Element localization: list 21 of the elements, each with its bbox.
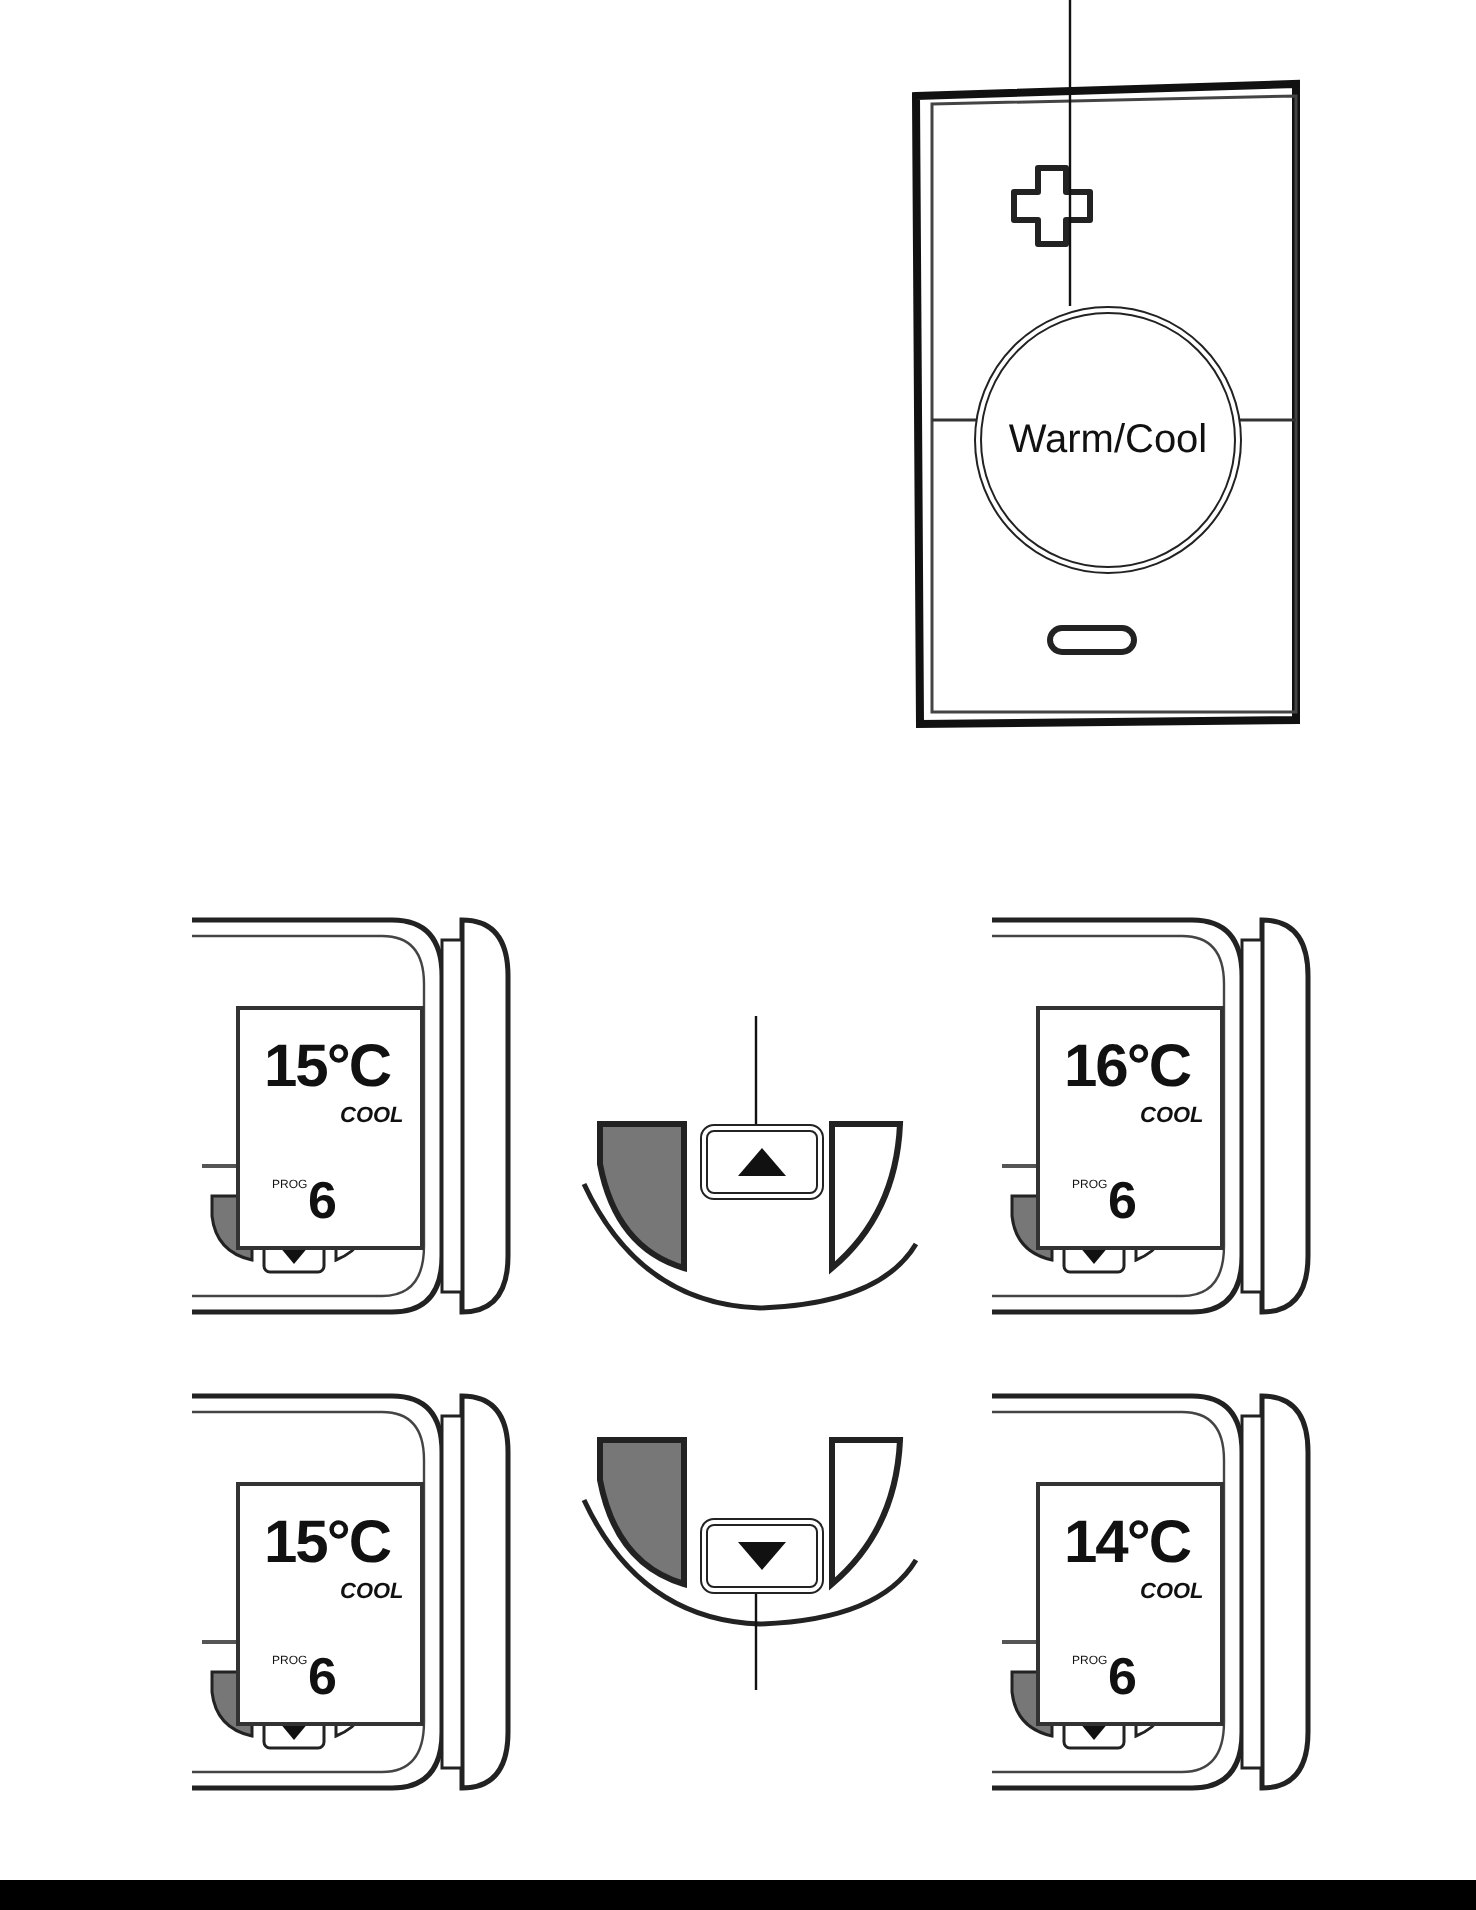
leader-line (754, 1594, 758, 1690)
program-number: 6 (1108, 1650, 1137, 1702)
program-number: 6 (308, 1650, 337, 1702)
program-number: 6 (308, 1174, 337, 1226)
leader-line (754, 1016, 758, 1124)
mode-indicator: COOL (1140, 1582, 1204, 1604)
lcd-screen (236, 1482, 424, 1726)
temperature-reading: 15°C (264, 1514, 391, 1574)
up-button (700, 1124, 824, 1200)
program-number: 6 (1108, 1174, 1137, 1226)
mode-indicator: COOL (1140, 1106, 1204, 1128)
down-button (700, 1518, 824, 1594)
temperature-reading: 14°C (1064, 1514, 1191, 1574)
leader-line (1068, 0, 1072, 306)
mode-indicator: COOL (340, 1582, 404, 1604)
temperature-reading: 15°C (264, 1038, 391, 1098)
temperature-reading: 16°C (1064, 1038, 1191, 1098)
lcd-screen (236, 1006, 424, 1250)
lcd-screen (1036, 1006, 1224, 1250)
mode-indicator: COOL (340, 1106, 404, 1128)
lcd-screen (1036, 1482, 1224, 1726)
